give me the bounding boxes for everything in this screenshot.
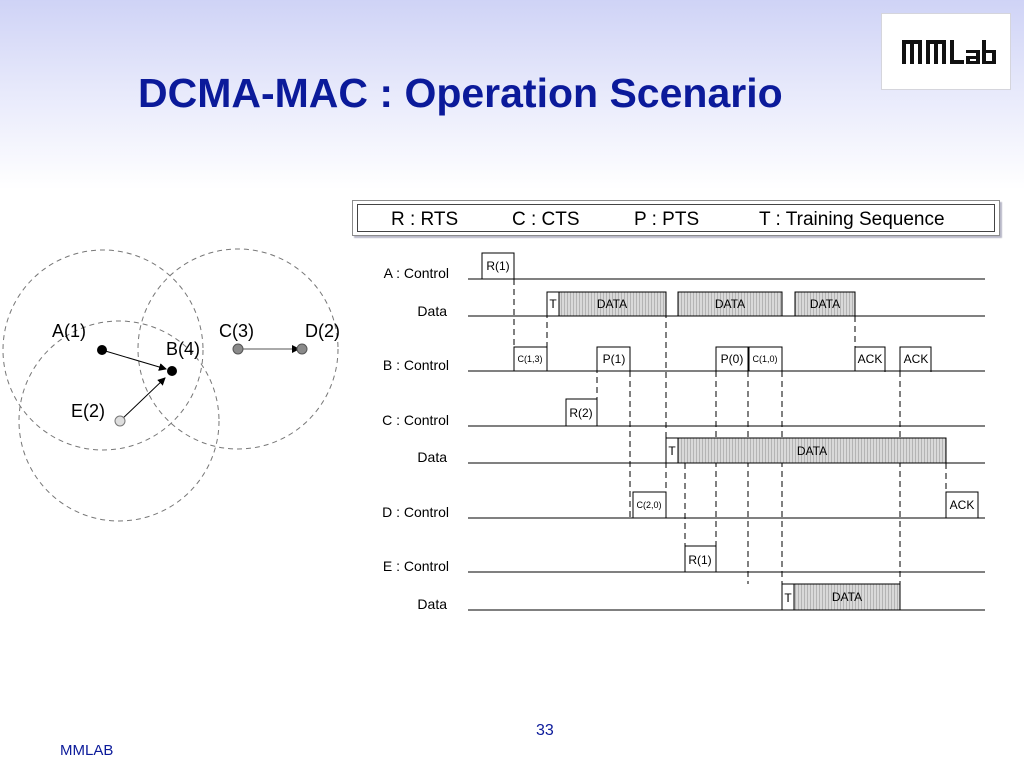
link-a-to-b	[101, 349, 167, 371]
range-circle-e	[18, 320, 220, 522]
node-a	[97, 345, 107, 355]
frame-d-ack-label: ACK	[950, 498, 975, 512]
topology: A(1) B(4) C(3) D(2) E(2)	[2, 248, 340, 522]
row-label-e-control: E : Control	[383, 558, 449, 574]
node-d-label: D(2)	[305, 321, 340, 341]
frame-a-data3	[794, 291, 856, 317]
frame-a-data1-label: DATA	[597, 297, 627, 311]
page-number: 33	[536, 722, 554, 739]
frame-a-data3-label: DATA	[810, 297, 840, 311]
frame-b-pts1-label: P(1)	[603, 352, 626, 366]
row-label-c-control: C : Control	[382, 412, 449, 428]
frame-c-rts-label: R(2)	[569, 406, 592, 420]
frame-b-cts10	[748, 346, 783, 372]
frame-e-data	[793, 583, 901, 611]
frame-b-pts0	[715, 346, 749, 372]
frame-a-data2	[677, 291, 783, 317]
range-circle-a	[2, 249, 204, 451]
node-e	[114, 415, 126, 427]
footer-label: MMLAB	[60, 742, 114, 759]
frame-a-data2-label: DATA	[715, 297, 745, 311]
frame-b-ack1-label: ACK	[858, 352, 883, 366]
frame-b-cts-label: C(1,3)	[517, 354, 542, 364]
frame-c-data-label: DATA	[797, 444, 827, 458]
node-b	[167, 366, 177, 376]
frame-c-t-label: T	[668, 444, 676, 458]
timing-guides	[513, 279, 947, 610]
frame-e-rts-label: R(1)	[688, 553, 711, 567]
mmlab-logo-graphic	[902, 40, 996, 64]
node-a-label: A(1)	[52, 321, 86, 341]
frame-a-t-label: T	[549, 297, 557, 311]
frame-b-ack2	[899, 346, 932, 372]
node-e-label: E(2)	[71, 401, 105, 421]
node-b-label: B(4)	[166, 339, 200, 359]
frame-e-rts	[684, 545, 717, 573]
row-label-c-data: Data	[417, 449, 447, 465]
legend-inner-border	[357, 204, 995, 232]
frame-c-data	[677, 437, 947, 464]
legend-pts: P : PTS	[634, 209, 700, 230]
frame-e-data-label: DATA	[832, 590, 862, 604]
row-label-a-data: Data	[417, 303, 447, 319]
frame-a-rts-label: R(1)	[486, 259, 509, 273]
frame-e-t-label: T	[784, 591, 792, 605]
frame-d-ack	[945, 491, 979, 519]
frame-d-cts	[632, 491, 667, 519]
frame-a-rts	[481, 252, 515, 280]
row-label-d-control: D : Control	[382, 504, 449, 520]
node-c	[232, 343, 244, 355]
frame-b-pts0-label: P(0)	[721, 352, 744, 366]
legend-rts: R : RTS	[391, 209, 459, 230]
frame-b-cts	[513, 346, 548, 372]
frame-a-data1	[558, 291, 667, 317]
slide-title: DCMA-MAC : Operation Scenario	[138, 70, 783, 116]
frame-c-rts	[565, 398, 598, 427]
legend-cts: C : CTS	[512, 209, 580, 230]
frame-b-ack2-label: ACK	[904, 352, 929, 366]
frame-b-cts10-label: C(1,0)	[752, 354, 777, 364]
row-label-e-data: Data	[417, 596, 447, 612]
mmlab-logo	[881, 13, 1011, 90]
frame-d-cts-label: C(2,0)	[636, 500, 661, 510]
frame-b-pts1	[596, 346, 631, 372]
range-circle-c	[137, 248, 339, 450]
link-e-to-b	[119, 377, 166, 422]
frame-b-ack1	[854, 346, 886, 372]
row-label-b-control: B : Control	[383, 357, 449, 373]
row-label-a-control: A : Control	[384, 265, 449, 281]
legend-training: T : Training Sequence	[759, 209, 945, 230]
node-c-label: C(3)	[219, 321, 254, 341]
legend-box: R : RTS C : CTS P : PTS T : Training Seq…	[352, 200, 1000, 236]
node-d	[296, 343, 308, 355]
